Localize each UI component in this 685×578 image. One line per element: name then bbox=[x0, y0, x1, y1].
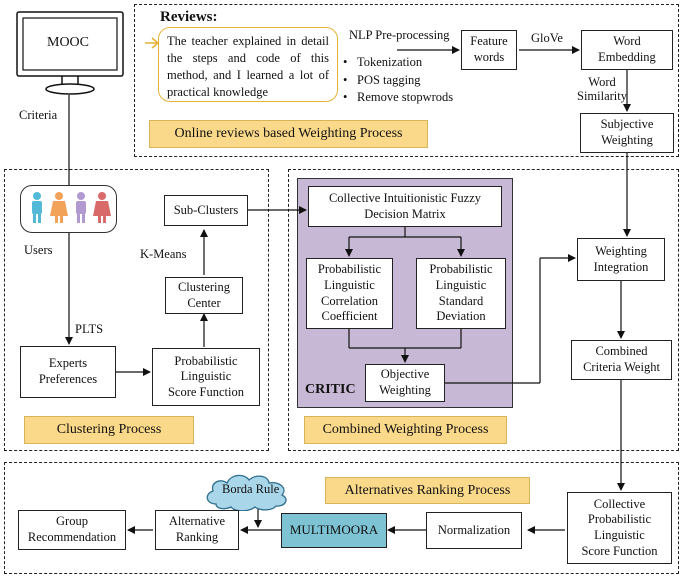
critic-label: CRITIC bbox=[305, 382, 356, 397]
objective-weighting-box: Objective Weighting bbox=[365, 364, 445, 402]
combined-criteria-weight-box: Combined Criteria Weight bbox=[571, 340, 672, 380]
weighting-integration-box: Weighting Integration bbox=[577, 238, 665, 281]
combined-weighting-process-label: Combined Weighting Process bbox=[304, 416, 507, 444]
reviews-title: Reviews: bbox=[160, 9, 218, 25]
glove-label: GloVe bbox=[531, 31, 563, 45]
borda-cloud-shape bbox=[206, 474, 287, 511]
mooc-label: MOOC bbox=[47, 35, 90, 50]
users-icon bbox=[32, 192, 111, 223]
decision-matrix-box: Collective Intuitionistic Fuzzy Decision… bbox=[308, 186, 502, 227]
review-text: The teacher explained in detail the step… bbox=[158, 27, 338, 102]
user-figure bbox=[76, 192, 86, 223]
score-function-box: Probabilistic Linguistic Score Function bbox=[152, 348, 260, 406]
plts-label: PLTS bbox=[75, 322, 104, 336]
borda-rule-label: Borda Rule bbox=[222, 482, 280, 496]
monitor-icon bbox=[16, 11, 124, 95]
online-reviews-region bbox=[134, 4, 679, 157]
word-embedding-box: Word Embedding bbox=[581, 30, 673, 70]
clustering-process-label: Clustering Process bbox=[24, 416, 194, 444]
feature-words-box: Feature words bbox=[461, 30, 517, 70]
multimoora-box: MULTIMOORA bbox=[281, 513, 387, 548]
nlp-preprocessing-label: NLP Pre-processing bbox=[349, 28, 450, 42]
normalization-box: Normalization bbox=[426, 512, 522, 549]
collective-score-function-box: Collective Probabilistic Linguistic Scor… bbox=[567, 492, 672, 564]
review-pointer-arrow bbox=[145, 37, 160, 49]
nlp-step: Remove stopwrods bbox=[343, 89, 453, 107]
clustering-center-box: Clustering Center bbox=[165, 277, 243, 314]
ranking-process-label: Alternatives Ranking Process bbox=[325, 477, 530, 504]
user-figure bbox=[93, 192, 111, 223]
correlation-coefficient-box: Probabilistic Linguistic Correlation Coe… bbox=[306, 258, 393, 329]
subjective-weighting-box: Subjective Weighting bbox=[580, 113, 674, 153]
ranking-region bbox=[4, 462, 679, 574]
criteria-label: Criteria bbox=[19, 108, 58, 122]
alternative-ranking-box: Alternative Ranking bbox=[155, 510, 239, 550]
users-label: Users bbox=[24, 243, 53, 257]
user-figure bbox=[50, 192, 68, 223]
online-reviews-process-label: Online reviews based Weighting Process bbox=[149, 120, 428, 148]
nlp-step: POS tagging bbox=[343, 72, 453, 90]
group-recommendation-box: Group Recommendation bbox=[18, 510, 126, 550]
clustering-region bbox=[4, 169, 269, 451]
nlp-steps-list: Tokenization POS tagging Remove stopwrod… bbox=[343, 54, 453, 107]
kmeans-label: K-Means bbox=[140, 247, 187, 261]
standard-deviation-box: Probabilistic Linguistic Standard Deviat… bbox=[416, 258, 506, 329]
combined-weighting-region bbox=[288, 169, 679, 451]
experts-preferences-box: Experts Preferences bbox=[20, 346, 116, 398]
nlp-step: Tokenization bbox=[343, 54, 453, 72]
sub-clusters-box: Sub-Clusters bbox=[164, 195, 248, 226]
user-figure bbox=[32, 192, 42, 223]
word-similarity-label: Word Similarity bbox=[577, 75, 627, 104]
